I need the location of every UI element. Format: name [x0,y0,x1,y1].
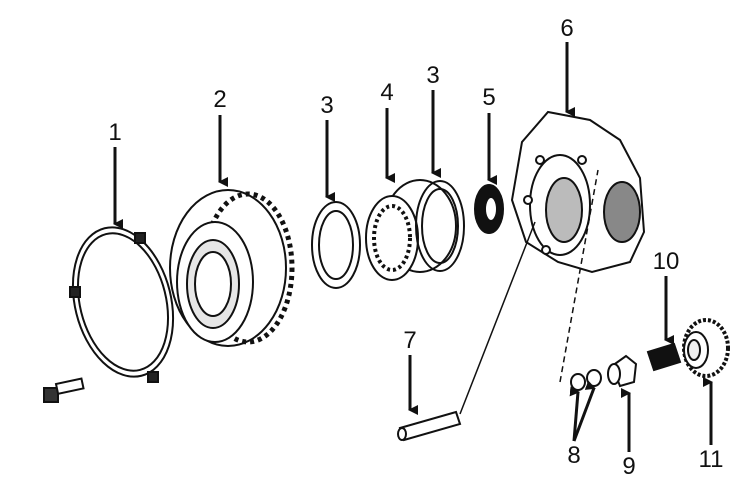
part-5-seal [474,184,504,234]
label-part-8: 8 [567,442,581,469]
label-part-3-left: 3 [320,92,334,119]
part-1-retaining-ring [69,226,175,383]
part-7-leader-line [459,221,536,415]
label-part-9: 9 [622,453,636,480]
label-part-6: 6 [560,15,574,42]
label-part-10: 10 [652,248,680,275]
arrow-8b [572,380,596,442]
label-part-4: 4 [380,79,394,106]
label-part-3-right: 3 [426,62,440,89]
part-6-hub-body [510,110,646,274]
label-part-5: 5 [482,84,496,111]
part-8-washers [570,369,602,391]
label-part-1: 1 [108,119,122,146]
bolt [43,377,85,403]
part-2-drum [169,189,295,347]
label-part-7: 7 [403,327,417,354]
part-9-cap [607,354,638,388]
arrow-8a [569,386,580,442]
part-8-leader-line [559,169,599,383]
label-part-2: 2 [213,86,227,113]
part-3-thrust-washer-left [311,201,361,289]
part-7-pin [397,410,462,442]
callout-arrows [113,42,713,452]
part-4-needle-bearing [365,179,457,281]
part-11-gear [682,318,730,378]
part-10-spring [646,342,682,372]
part-3-thrust-washer-right [415,180,465,272]
label-part-11: 11 [698,446,724,473]
